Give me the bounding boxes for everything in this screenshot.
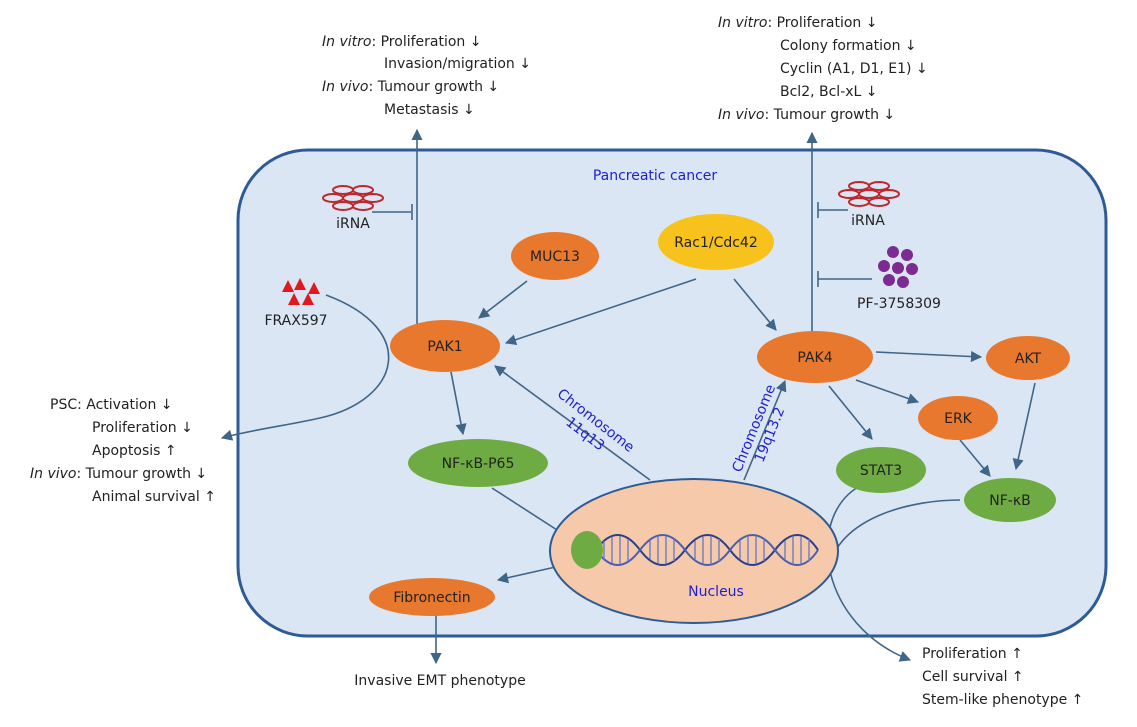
irna-icon-right <box>838 181 900 207</box>
svg-text:Apoptosis ↑: Apoptosis ↑ <box>92 443 177 459</box>
svg-text:Colony formation ↓: Colony formation ↓ <box>780 38 917 54</box>
pak4-to-erk-arrow <box>855 379 920 404</box>
svg-text:PAK1: PAK1 <box>427 339 462 355</box>
svg-text:PAK4: PAK4 <box>797 350 832 366</box>
svg-text:Cyclin (A1, D1, E1) ↓: Cyclin (A1, D1, E1) ↓ <box>780 61 928 77</box>
nucleus <box>549 478 839 624</box>
pak1-effects: In vitro: Proliferation ↓ Invasion/migra… <box>322 34 531 118</box>
svg-text:ERK: ERK <box>944 411 973 427</box>
irna-icon-left <box>322 185 384 211</box>
svg-text:Bcl2, Bcl-xL ↓: Bcl2, Bcl-xL ↓ <box>780 84 878 100</box>
node-nfkb-p65: NF-κB-P65 <box>408 439 548 487</box>
node-akt: AKT <box>986 336 1070 380</box>
node-pak4: PAK4 <box>757 331 873 383</box>
svg-text:Proliferation ↓: Proliferation ↓ <box>92 420 193 436</box>
chr11-to-pak1-arrow <box>494 365 651 481</box>
node-stat3: STAT3 <box>836 447 926 493</box>
cell-membrane <box>236 148 1108 638</box>
svg-text:PSC: Activation ↓: PSC: Activation ↓ <box>50 397 173 413</box>
rac1-to-pak1-arrow <box>504 278 697 346</box>
svg-text:In vivo: Tumour growth ↓: In vivo: Tumour growth ↓ <box>718 107 895 123</box>
node-pak1: PAK1 <box>390 320 500 372</box>
emt-phenotype-text: Invasive EMT phenotype <box>354 673 525 689</box>
svg-text:Metastasis ↓: Metastasis ↓ <box>384 102 475 118</box>
frax-to-psc-curve <box>220 294 390 441</box>
pak4-to-akt-arrow <box>875 350 983 363</box>
svg-text:In vitro: Proliferation ↓: In vitro: Proliferation ↓ <box>718 15 877 31</box>
node-muc13: MUC13 <box>511 232 599 280</box>
pf-3758309-label: PF-3758309 <box>857 296 941 312</box>
svg-text:STAT3: STAT3 <box>860 463 902 479</box>
svg-text:In vitro: Proliferation ↓: In vitro: Proliferation ↓ <box>322 34 481 50</box>
svg-text:In vivo: Tumour growth ↓: In vivo: Tumour growth ↓ <box>30 466 207 482</box>
node-erk: ERK <box>918 396 998 440</box>
svg-text:AKT: AKT <box>1015 351 1042 367</box>
svg-text:Invasion/migration ↓: Invasion/migration ↓ <box>384 56 531 72</box>
frax597-label: FRAX597 <box>264 313 327 329</box>
svg-text:MUC13: MUC13 <box>530 249 580 265</box>
rac1-to-pak4-arrow <box>733 278 777 331</box>
psc-effects: PSC: Activation ↓ Proliferation ↓ Apopto… <box>30 397 216 505</box>
svg-text:Stem-like phenotype ↑: Stem-like phenotype ↑ <box>922 692 1083 708</box>
pf-3758309-icon <box>878 246 918 288</box>
svg-text:NF-κB-P65: NF-κB-P65 <box>442 456 515 472</box>
erk-to-nfkb-arrow <box>959 439 991 477</box>
svg-text:NF-κB: NF-κB <box>989 493 1030 509</box>
svg-text:Animal survival ↑: Animal survival ↑ <box>92 489 216 505</box>
muc13-to-pak1-arrow <box>478 280 528 319</box>
pak1-to-p65-arrow <box>450 371 467 436</box>
svg-text:Fibronectin: Fibronectin <box>393 590 470 606</box>
pak4-effects: In vitro: Proliferation ↓ Colony formati… <box>718 15 928 123</box>
svg-text:Proliferation ↑: Proliferation ↑ <box>922 646 1023 662</box>
node-rac1-cdc42: Rac1/Cdc42 <box>658 214 774 270</box>
nucleus-to-fibronectin-arrow <box>496 565 561 584</box>
node-fibronectin: Fibronectin <box>369 578 495 616</box>
cell-label: Pancreatic cancer <box>593 168 718 184</box>
chr19-to-pak4-arrow <box>743 379 787 481</box>
akt-to-nfkb-arrow <box>1012 382 1036 471</box>
outcome-effects: Proliferation ↑ Cell survival ↑ Stem-lik… <box>922 646 1083 708</box>
p65-in-nucleus <box>571 531 603 569</box>
svg-text:In vivo: Tumour growth ↓: In vivo: Tumour growth ↓ <box>322 79 499 95</box>
svg-text:Rac1/Cdc42: Rac1/Cdc42 <box>674 235 758 251</box>
frax597-icon <box>282 278 320 305</box>
irna-left-label: iRNA <box>336 216 370 232</box>
dna-helix <box>595 534 819 566</box>
irna-right-label: iRNA <box>851 213 885 229</box>
svg-text:Cell survival ↑: Cell survival ↑ <box>922 669 1024 685</box>
node-nfkb: NF-κB <box>964 478 1056 522</box>
pak4-to-stat3-arrow <box>828 385 873 440</box>
nucleus-label: Nucleus <box>688 584 744 600</box>
